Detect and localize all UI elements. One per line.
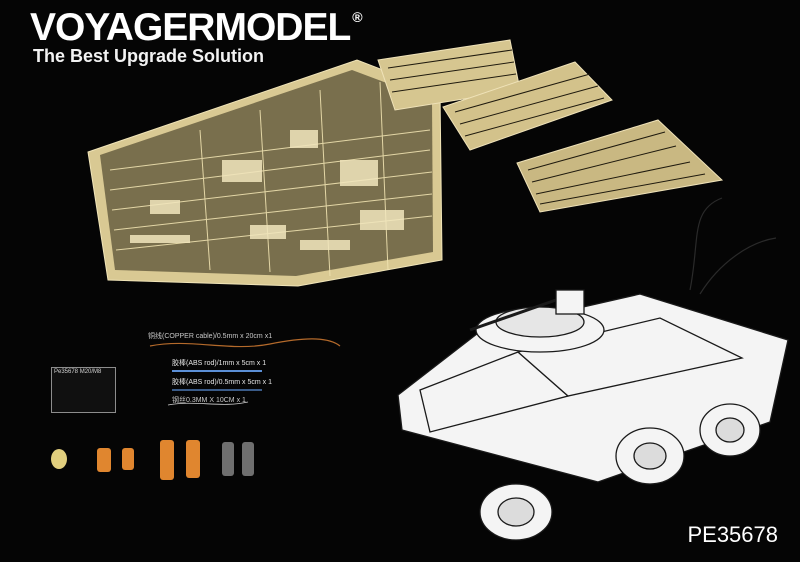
copper-cable-label: 铜线(COPPER cable)/0.5mm x 20cm x1 xyxy=(148,333,273,340)
steel-wire xyxy=(167,401,249,406)
copper-cable xyxy=(149,338,341,348)
steel-wire-label: 钢丝0.3MM X 10CM x 1 xyxy=(172,397,246,404)
brass-fret-middle xyxy=(442,61,613,151)
product-tag-label: Pe35678 M20/M8 xyxy=(54,369,102,375)
product-tag: Pe35678 M20/M8 xyxy=(51,367,116,413)
product-code: PE35678 xyxy=(687,522,778,547)
resin-parts xyxy=(51,440,254,480)
abs-rod-1mm-label: 胶棒(ABS rod)/1mm x 5cm x 1 xyxy=(172,360,267,367)
brand-part-2: MODEL xyxy=(214,6,351,49)
vehicle-drawing xyxy=(397,197,789,541)
brand-part-1: VOYAGER xyxy=(30,6,215,49)
brass-fret-bottom xyxy=(516,119,724,213)
registered-mark: ® xyxy=(352,9,362,25)
brass-fret-main xyxy=(87,59,443,287)
tagline: The Best Upgrade Solution xyxy=(33,46,265,66)
brand-logo: VOYAGERMODEL® xyxy=(30,6,363,49)
abs-rod-05mm-label: 胶棒(ABS rod)/0.5mm x 5cm x 1 xyxy=(172,379,272,386)
